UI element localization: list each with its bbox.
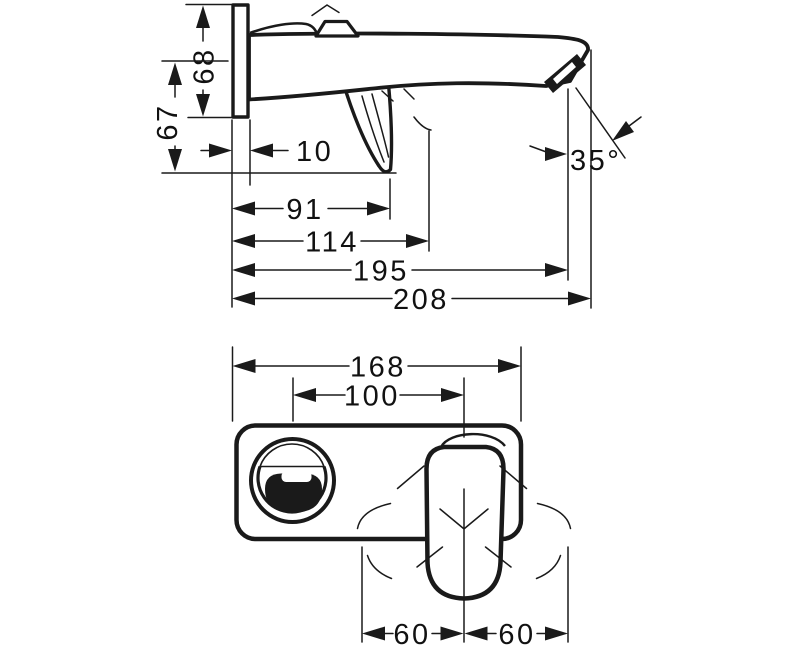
front-view: 168 100	[231, 346, 572, 650]
dimension-60-left: 60	[362, 619, 464, 650]
aerator-slit	[553, 62, 576, 84]
lever-contour-line	[361, 95, 385, 163]
handle-dome-side	[249, 22, 319, 36]
dim-label-168: 168	[350, 352, 406, 384]
dimension-168: 168	[231, 346, 522, 422]
dim-label-60-left: 60	[393, 619, 430, 650]
handle-front	[424, 444, 506, 601]
dim-label-67: 67	[152, 103, 184, 140]
spout-body	[247, 31, 590, 102]
dimension-208: 208	[232, 284, 591, 316]
outlet-opening	[265, 473, 322, 513]
handle-motion-chevron	[311, 4, 340, 17]
handle-pivot-dome-front	[439, 432, 506, 448]
dim-label-10: 10	[296, 136, 333, 168]
outlet-inner-rim-top	[259, 443, 325, 467]
extension-lines-front	[361, 488, 569, 643]
dimension-60-right: 60	[464, 619, 568, 650]
handle-lever-side	[341, 80, 394, 174]
dimension-114: 114	[232, 227, 429, 259]
dimension-195: 195	[232, 256, 568, 288]
lever-contour-line	[371, 93, 390, 158]
handle-swing-indicators	[356, 465, 572, 580]
dimension-68: 68	[185, 3, 238, 119]
dimension-angle-35: 35°	[529, 87, 642, 177]
swing-tick	[381, 90, 394, 102]
extension-lines-side	[231, 49, 592, 309]
dim-label-114: 114	[305, 227, 359, 259]
dimension-67: 67	[152, 60, 397, 174]
spout-outlet-front	[249, 437, 336, 524]
dim-label-208: 208	[393, 284, 449, 316]
wall-plate-side	[231, 3, 250, 119]
dim-label-100: 100	[344, 381, 400, 413]
dimension-91: 91	[232, 194, 390, 226]
dim-label-91: 91	[286, 194, 323, 226]
side-view: 68 67 10 91	[152, 3, 642, 316]
swing-arc	[413, 116, 432, 131]
dim-label-68: 68	[189, 47, 221, 84]
handle-grip-side	[314, 19, 360, 38]
dimension-100: 100	[292, 377, 465, 438]
swing-tick	[403, 88, 415, 100]
dim-label-195: 195	[353, 256, 409, 288]
dim-label-60-right: 60	[498, 619, 535, 650]
dim-label-35deg: 35°	[570, 145, 621, 177]
dimension-10: 10	[200, 136, 333, 168]
outlet-highlight	[281, 471, 312, 482]
